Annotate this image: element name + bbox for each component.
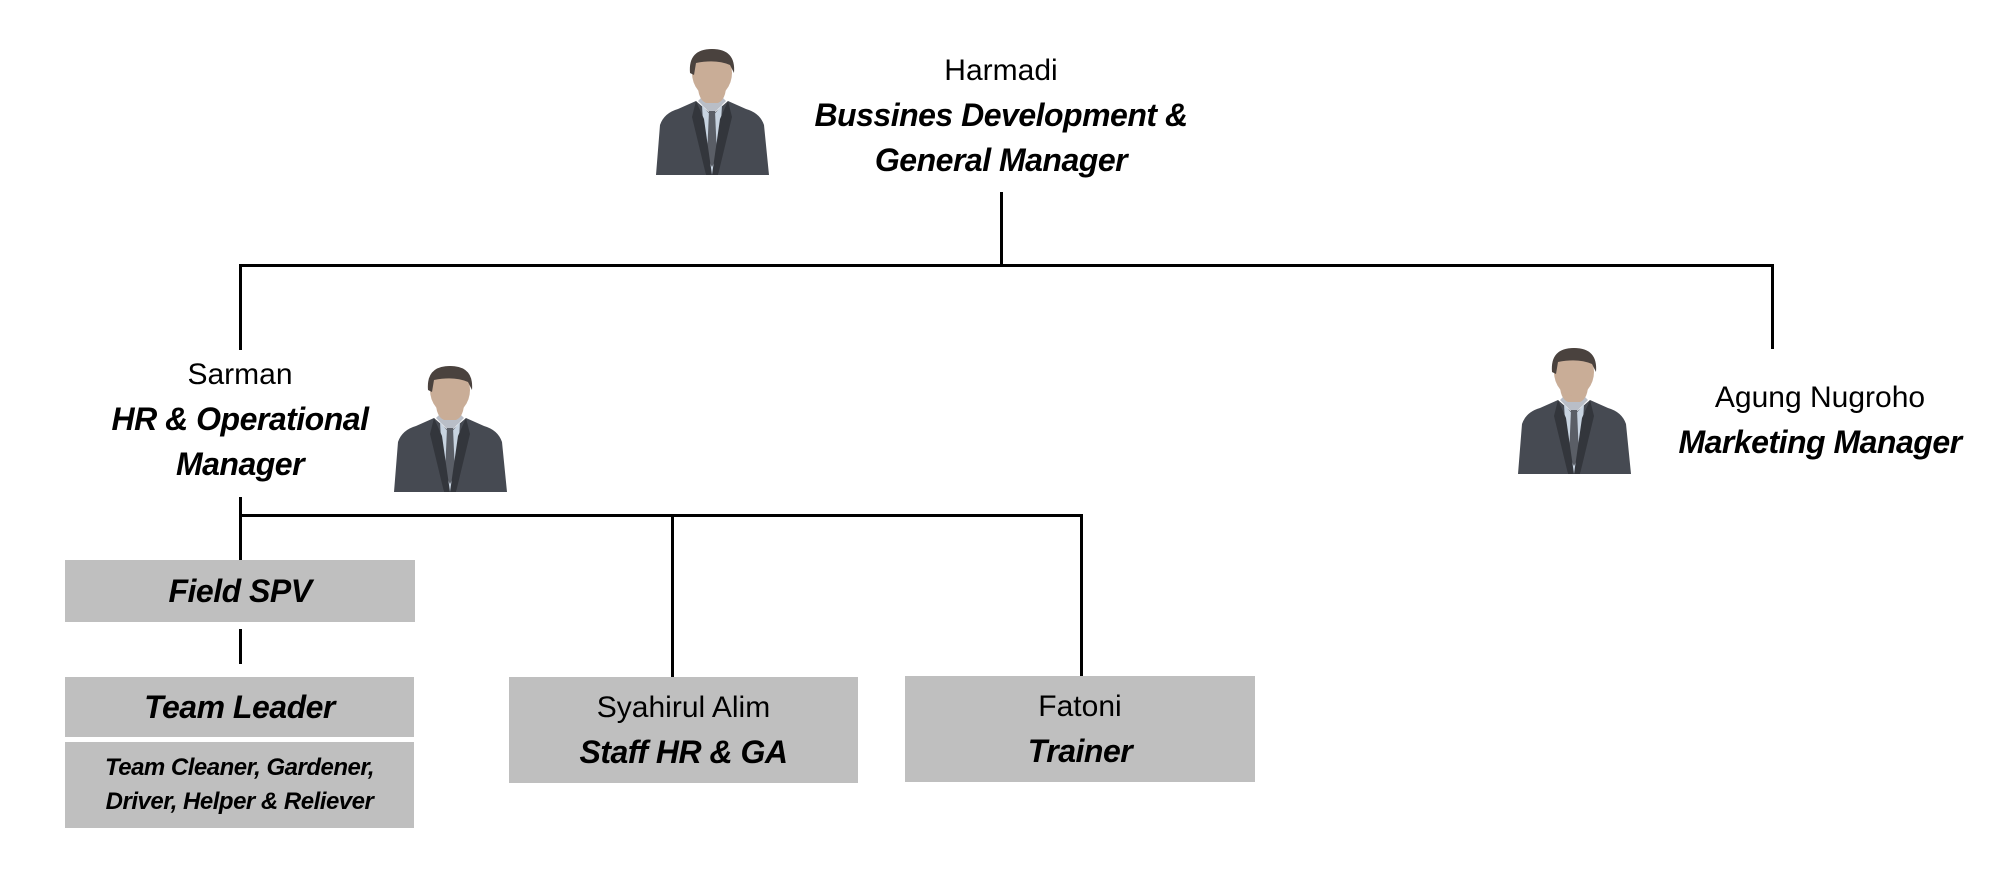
node-team-members: Team Cleaner, Gardener, Driver, Helper &…: [65, 742, 414, 828]
person-role: Manager: [175, 446, 305, 482]
connector-line: [1771, 264, 1774, 349]
node-marketing-manager: Agung Nugroho Marketing Manager: [1678, 375, 1962, 465]
person-role: HR & Operational: [111, 401, 369, 437]
node-field-spv: Field SPV: [65, 560, 415, 622]
person-avatar-icon: [1518, 344, 1631, 474]
node-trainer: Fatoni Trainer: [905, 676, 1255, 782]
person-role: Bussines Development &: [814, 97, 1188, 133]
person-name: Agung Nugroho: [1714, 381, 1926, 414]
person-role: Staff HR & GA: [579, 734, 788, 770]
node-team-leader: Team Leader: [65, 677, 414, 737]
person-name: Syahirul Alim: [596, 691, 771, 724]
person-name: Fatoni: [1038, 690, 1122, 723]
person-role: Team Leader: [144, 689, 335, 725]
person-avatar-icon: [656, 45, 769, 175]
connector-line: [1080, 514, 1083, 676]
node-general-manager: Harmadi Bussines Development & General M…: [814, 48, 1188, 183]
node-staff-hr: Syahirul Alim Staff HR & GA: [509, 677, 858, 783]
connector-line: [239, 629, 242, 664]
connector-line: [239, 497, 242, 560]
connector-line: [239, 514, 1083, 517]
person-avatar-icon: [394, 362, 507, 492]
connector-line: [239, 264, 1774, 267]
connector-line: [239, 264, 242, 350]
person-name: Sarman: [187, 358, 293, 391]
team-members-line: Driver, Helper & Reliever: [105, 788, 374, 815]
person-role: Field SPV: [168, 573, 312, 609]
person-role: General Manager: [874, 142, 1128, 178]
person-role: Marketing Manager: [1678, 424, 1962, 460]
connector-line: [671, 514, 674, 677]
node-hr-manager: Sarman HR & Operational Manager: [112, 352, 369, 487]
connector-line: [1000, 192, 1003, 266]
person-name: Harmadi: [944, 54, 1058, 87]
team-members-line: Team Cleaner, Gardener,: [104, 754, 375, 781]
person-role: Trainer: [1027, 733, 1133, 769]
